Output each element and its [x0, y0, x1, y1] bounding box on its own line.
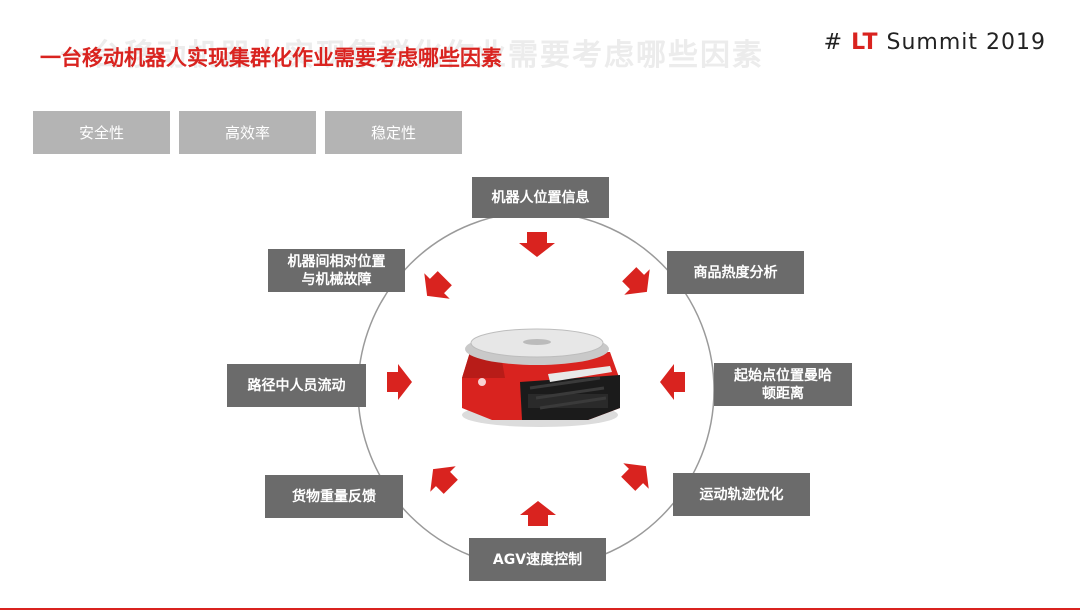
factor-agv-speed-label: AGV速度控制: [492, 551, 583, 568]
agv-robot-icon: [462, 328, 620, 427]
arrow-top-icon: [519, 232, 555, 257]
tag-efficiency: 高效率: [179, 111, 316, 154]
tag-stability-label: 稳定性: [370, 124, 416, 142]
tag-stability: 稳定性: [325, 111, 462, 154]
arrow-bottom-right-icon: [615, 453, 659, 497]
factor-people-flow-label: 路径中人员流动: [247, 377, 346, 394]
factor-people-flow: 路径中人员流动: [227, 364, 366, 407]
brand-hash: #: [823, 30, 844, 55]
factor-product-heat-label: 商品热度分析: [693, 264, 778, 281]
ghost-title-watermark: 一台移动机器人实现集群化作业需要考虑哪些因素: [60, 38, 764, 73]
factor-agv-speed: AGV速度控制: [469, 538, 606, 581]
factor-product-heat: 商品热度分析: [667, 251, 804, 294]
tag-safety: 安全性: [33, 111, 170, 154]
arrow-bottom-icon: [520, 501, 556, 526]
tag-safety-label: 安全性: [78, 124, 124, 142]
arrow-bottom-left-icon: [420, 456, 464, 500]
factor-trajectory-optimization-label: 运动轨迹优化: [699, 486, 784, 503]
factor-manhattan-distance: 起始点位置曼哈 顿距离: [714, 363, 852, 406]
factor-robot-position: 机器人位置信息: [472, 177, 609, 218]
factor-trajectory-optimization: 运动轨迹优化: [673, 473, 810, 516]
brand-logo: # LT Summit 2019: [824, 30, 1046, 55]
brand-text: Summit 2019: [886, 30, 1046, 55]
factor-manhattan-distance-label: 起始点位置曼哈 顿距离: [734, 367, 832, 402]
tag-efficiency-label: 高效率: [224, 124, 270, 142]
page-title: 一台移动机器人实现集群化作业需要考虑哪些因素: [40, 46, 502, 70]
brand-lt: LT: [851, 30, 879, 55]
factor-cargo-weight-label: 货物重量反馈: [292, 488, 376, 505]
arrow-left-icon: [387, 364, 412, 400]
factor-robot-position-label: 机器人位置信息: [491, 189, 590, 206]
arrow-top-left-icon: [414, 265, 458, 309]
arrow-top-right-icon: [616, 261, 660, 305]
arrow-right-icon: [660, 364, 685, 400]
bottom-accent-line: [0, 608, 1080, 610]
factor-relative-position: 机器间相对位置 与机械故障: [268, 249, 405, 292]
factor-relative-position-label: 机器间相对位置 与机械故障: [287, 253, 386, 288]
factor-cargo-weight: 货物重量反馈: [265, 475, 403, 518]
